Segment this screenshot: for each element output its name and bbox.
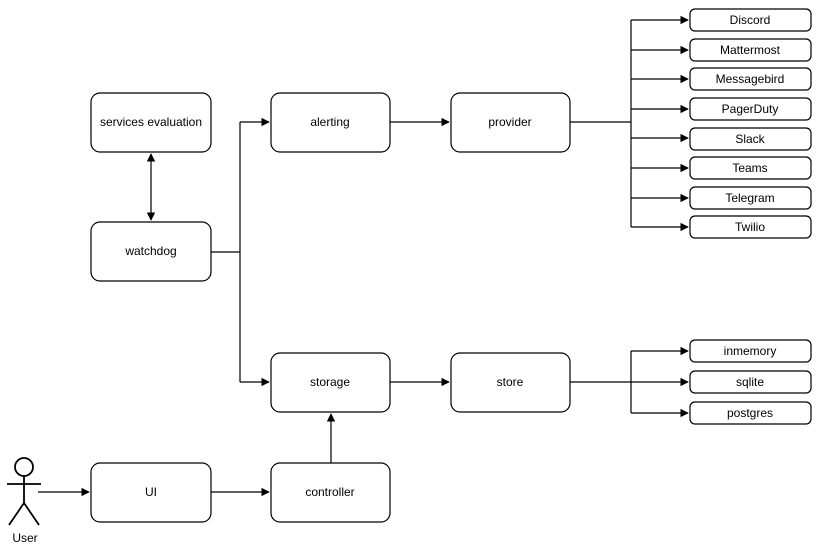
node-services-evaluation[interactable]: services evaluation: [90, 92, 212, 153]
user-right-leg-icon: [23, 502, 40, 526]
node-provider-box: [450, 92, 571, 153]
node-controller[interactable]: controller: [270, 462, 391, 523]
user-head-icon: [14, 457, 34, 477]
leaf-twilio[interactable]: Twilio: [689, 215, 812, 239]
node-alerting-label: alerting: [310, 115, 349, 129]
actor-user[interactable]: User: [7, 457, 41, 545]
node-controller-box: [270, 462, 391, 523]
node-ui[interactable]: UI: [90, 462, 212, 523]
node-storage-label: storage: [310, 375, 350, 389]
leaf-sqlite-label: sqlite: [736, 375, 764, 389]
user-left-leg-icon: [8, 502, 25, 526]
leaf-telegram-box: [689, 186, 812, 210]
leaf-mattermost[interactable]: Mattermost: [689, 38, 812, 62]
node-provider[interactable]: provider: [450, 92, 571, 153]
leaf-messagebird[interactable]: Messagebird: [689, 67, 812, 91]
leaf-pagerduty-box: [689, 97, 812, 121]
leaf-postgres-label: postgres: [727, 406, 773, 420]
node-watchdog-label: watchdog: [124, 244, 176, 258]
leaf-mattermost-box: [689, 38, 812, 62]
leaf-inmemory-label: inmemory: [724, 344, 777, 358]
node-watchdog-box: [90, 221, 212, 282]
leaf-inmemory[interactable]: inmemory: [689, 339, 812, 363]
leaf-postgres-box: [689, 401, 812, 425]
leaf-pagerduty-label: PagerDuty: [722, 102, 779, 116]
node-ui-label: UI: [145, 485, 157, 499]
node-storage[interactable]: storage: [270, 352, 391, 413]
node-provider-label: provider: [488, 115, 531, 129]
leaf-mattermost-label: Mattermost: [720, 43, 781, 57]
actor-user-label: User: [12, 531, 37, 545]
leaf-discord[interactable]: Discord: [689, 8, 812, 32]
leaf-slack-box: [689, 127, 812, 151]
leaf-twilio-label: Twilio: [735, 220, 765, 234]
node-services-evaluation-label: services evaluation: [100, 115, 202, 129]
leaf-postgres[interactable]: postgres: [689, 401, 812, 425]
node-alerting-box: [270, 92, 391, 153]
node-store-box: [450, 352, 571, 413]
leaf-messagebird-label: Messagebird: [716, 72, 785, 86]
leaf-teams[interactable]: Teams: [689, 156, 812, 180]
leaf-telegram[interactable]: Telegram: [689, 186, 812, 210]
node-controller-label: controller: [305, 485, 354, 499]
node-alerting[interactable]: alerting: [270, 92, 391, 153]
leaf-messagebird-box: [689, 67, 812, 91]
leaf-slack[interactable]: Slack: [689, 127, 812, 151]
leaf-twilio-box: [689, 215, 812, 239]
node-store-label: store: [497, 375, 524, 389]
leaf-sqlite-box: [689, 370, 812, 394]
leaf-discord-box: [689, 8, 812, 32]
node-ui-box: [90, 462, 212, 523]
leaf-inmemory-box: [689, 339, 812, 363]
node-services-evaluation-box: [90, 92, 212, 153]
leaf-slack-label: Slack: [735, 132, 765, 146]
node-store[interactable]: store: [450, 352, 571, 413]
node-storage-box: [270, 352, 391, 413]
leaf-telegram-label: Telegram: [725, 191, 774, 205]
leaf-pagerduty[interactable]: PagerDuty: [689, 97, 812, 121]
leaf-sqlite[interactable]: sqlite: [689, 370, 812, 394]
leaf-discord-label: Discord: [730, 13, 771, 27]
node-watchdog[interactable]: watchdog: [90, 221, 212, 282]
leaf-teams-box: [689, 156, 812, 180]
leaf-teams-label: Teams: [732, 161, 767, 175]
